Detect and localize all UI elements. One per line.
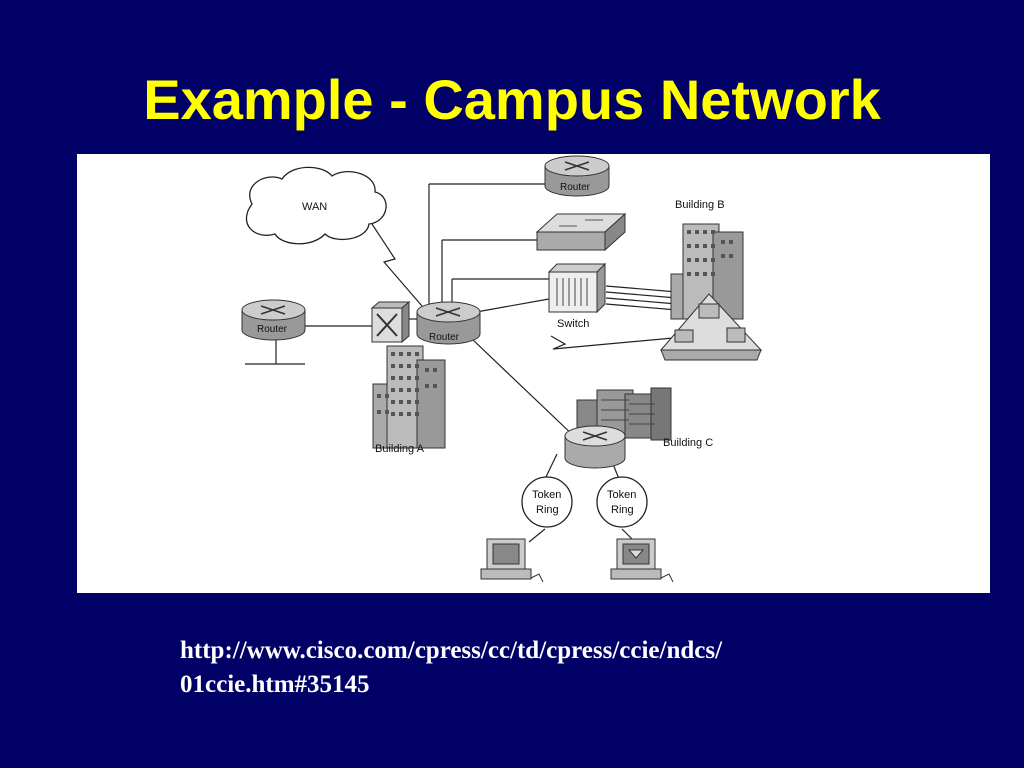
router-icon: [564, 425, 626, 469]
slide-title: Example - Campus Network: [143, 68, 881, 131]
router-top-label: Router: [560, 182, 591, 193]
router-icon: Router: [544, 155, 610, 197]
token-ring-2-line2: Ring: [611, 504, 634, 516]
router-center-label: Router: [429, 332, 460, 343]
router-left-label: Router: [257, 324, 288, 335]
switch-label: Switch: [557, 318, 589, 330]
workstation-icon: [610, 538, 674, 583]
token-ring-1-line1: Token: [532, 489, 561, 501]
token-ring-icon: Token Ring: [521, 476, 573, 528]
token-ring-icon: Token Ring: [596, 476, 648, 528]
source-url-line2[interactable]: 01ccie.htm#35145: [180, 671, 370, 698]
building-b-label: Building B: [675, 199, 725, 211]
router-icon: Router: [416, 301, 481, 345]
source-url-line1[interactable]: http://www.cisco.com/cpress/cc/td/cpress…: [180, 637, 723, 664]
workgroup-pyramid-icon: [659, 293, 763, 361]
building-c-label: Building C: [663, 437, 713, 449]
building-a-label: Building A: [375, 443, 425, 455]
workstation-icon: [480, 538, 544, 583]
token-ring-1-line2: Ring: [536, 504, 559, 516]
router-icon: Router: [241, 299, 306, 341]
network-diagram: WAN Router Switch Router: [77, 154, 990, 593]
building-a-icon: Building A: [372, 345, 446, 455]
token-ring-2-line1: Token: [607, 489, 636, 501]
hub-icon: [370, 300, 411, 344]
wan-cloud-icon: WAN: [245, 166, 387, 245]
lan-switch-icon: [535, 212, 627, 252]
network-diagram-svg: WAN Router Switch Router: [241, 155, 763, 583]
wan-label: WAN: [302, 201, 327, 213]
source-url[interactable]: http://www.cisco.com/cpress/cc/td/cpress…: [180, 634, 940, 702]
atm-switch-icon: Switch: [547, 262, 607, 330]
